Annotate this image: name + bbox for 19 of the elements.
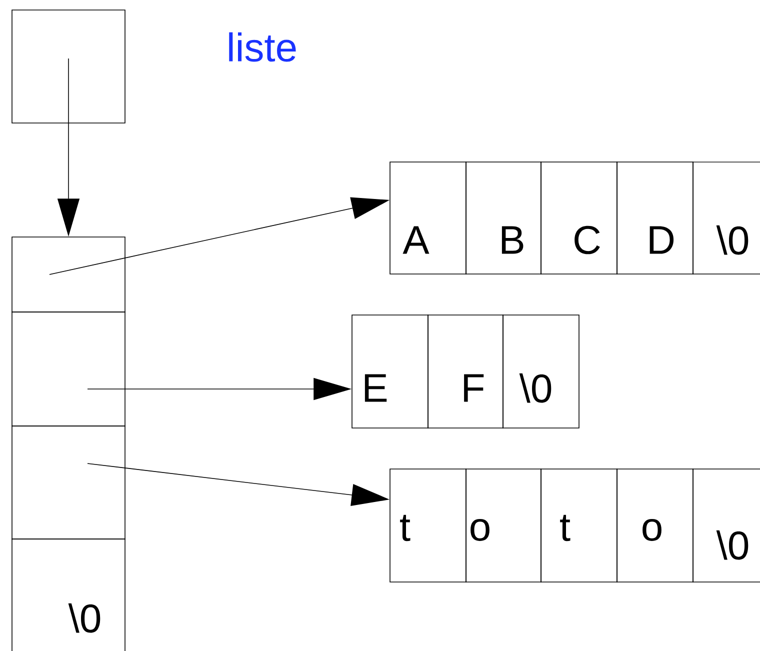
pointer-box (12, 236, 126, 312)
array-cell: \0 (12, 538, 126, 651)
array-cell: o (466, 468, 542, 582)
array-cell: E (352, 314, 428, 428)
array-cell: \0 (502, 314, 580, 428)
array-cell: D (616, 162, 694, 274)
array-cell: o (616, 468, 694, 582)
array-cell: F (428, 314, 504, 428)
pointer-box (12, 312, 126, 426)
array-cell: C (540, 162, 618, 274)
array-cell: A (390, 162, 466, 274)
node-label: liste (229, 32, 296, 62)
array-cell: t (390, 468, 466, 582)
pointer-box (12, 426, 126, 540)
array-cell: \0 (692, 162, 760, 274)
array-cell: B (466, 162, 542, 274)
pointer-box: liste (12, 10, 296, 124)
array-cell: t (540, 468, 618, 582)
array-cell: \0 (692, 468, 760, 582)
